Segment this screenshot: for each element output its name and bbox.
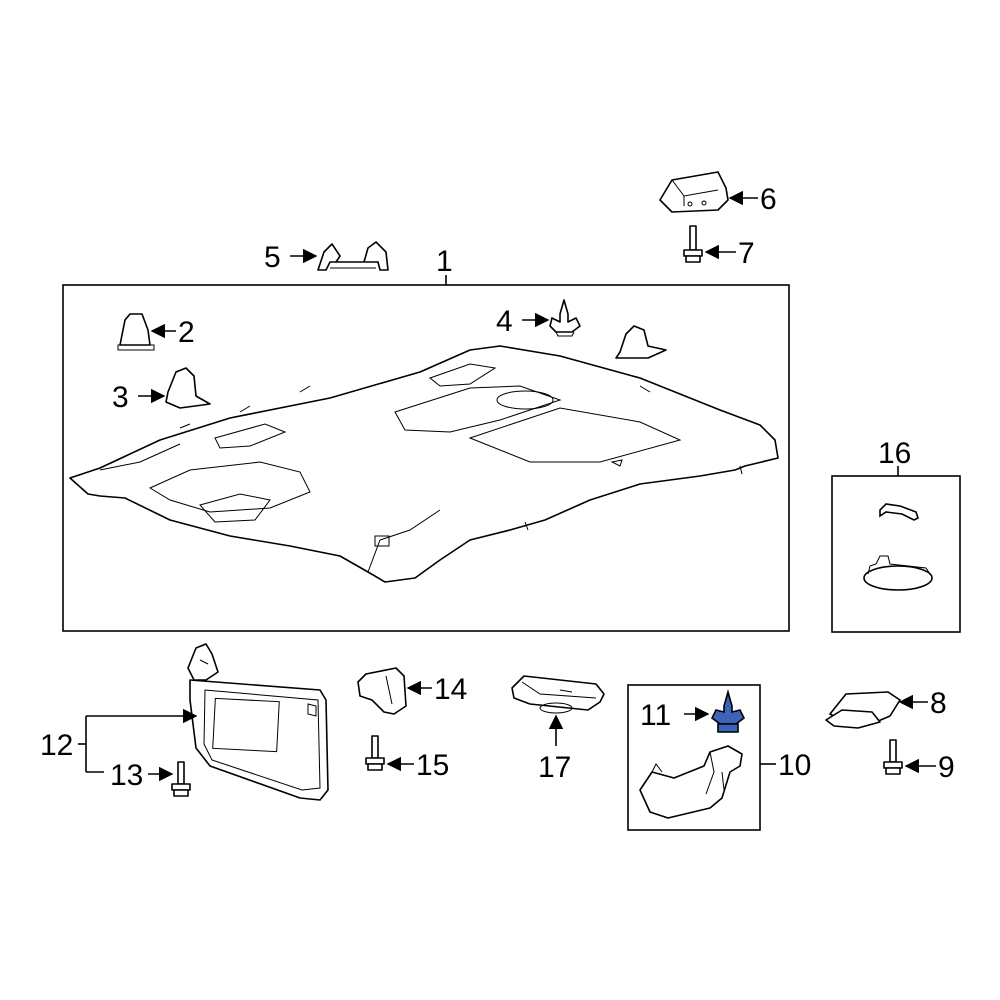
callout-1[interactable]: 1 <box>436 245 453 278</box>
screw-part-13[interactable] <box>171 761 191 797</box>
callout-7[interactable]: 7 <box>738 237 755 270</box>
wire-clip-part[interactable] <box>879 503 919 521</box>
bracket-part-6[interactable] <box>659 171 729 213</box>
callout-14[interactable]: 14 <box>434 673 467 706</box>
callout-12[interactable]: 12 <box>40 729 73 762</box>
headliner-part[interactable] <box>69 345 779 583</box>
callout-11[interactable]: 11 <box>640 699 671 732</box>
box-10 <box>627 684 761 831</box>
callout-10[interactable]: 10 <box>778 749 811 782</box>
bracket-part-8[interactable] <box>825 691 901 729</box>
sun-visor-part-12[interactable] <box>187 643 329 801</box>
retainer-part-5[interactable] <box>317 241 389 271</box>
callout-2[interactable]: 2 <box>178 316 195 349</box>
handle-part-10[interactable] <box>639 745 743 819</box>
clip-part-3[interactable] <box>165 367 211 409</box>
cap-part[interactable] <box>863 555 933 591</box>
bracket-part-17[interactable] <box>511 675 605 714</box>
callout-17[interactable]: 17 <box>538 751 571 784</box>
cover-part-14[interactable] <box>357 667 407 715</box>
callout-13[interactable]: 13 <box>110 759 143 792</box>
callout-6[interactable]: 6 <box>760 183 777 216</box>
clip-part-2-duplicate[interactable] <box>615 325 667 359</box>
clip-part-2[interactable] <box>117 313 155 351</box>
screw-part-15[interactable] <box>365 735 385 771</box>
callout-16[interactable]: 16 <box>878 437 911 470</box>
callout-9[interactable]: 9 <box>938 751 955 784</box>
push-pin-part-4[interactable] <box>549 299 581 337</box>
box-16 <box>831 475 961 633</box>
screw-part-9[interactable] <box>883 739 903 775</box>
headliner-group-box <box>62 284 790 632</box>
callout-15[interactable]: 15 <box>416 749 449 782</box>
pin-part-11-highlighted[interactable] <box>710 689 746 733</box>
callout-5[interactable]: 5 <box>264 241 281 274</box>
callout-3[interactable]: 3 <box>112 381 129 414</box>
callout-4[interactable]: 4 <box>496 305 513 338</box>
callout-8[interactable]: 8 <box>930 687 947 720</box>
screw-part-7[interactable] <box>683 225 703 263</box>
